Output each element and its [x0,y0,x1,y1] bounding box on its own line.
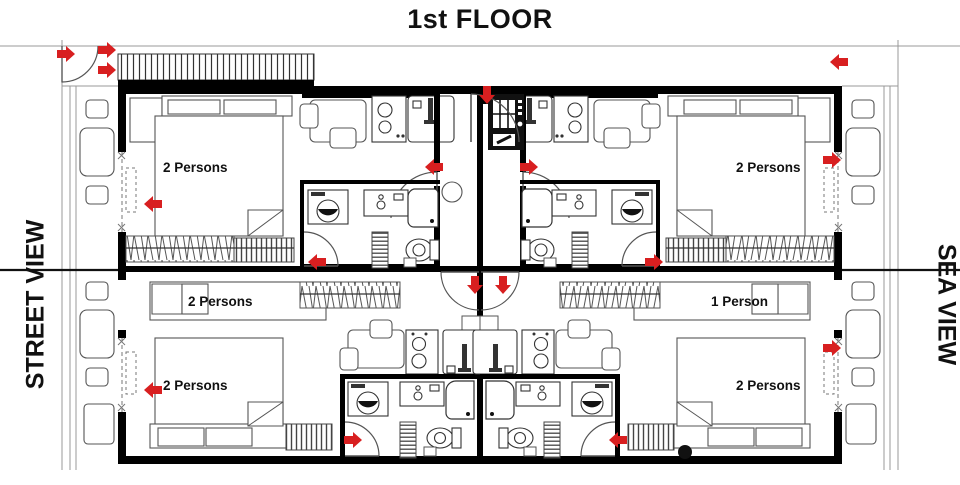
radiator-icon-bottom-left [285,423,333,451]
partition-top-left [434,94,440,270]
bathroom-door-bottom-right[interactable] [580,421,616,457]
arrow-entry-left-3 [98,62,116,78]
apartment-top-left [61,45,455,270]
elevator-cabin[interactable] [488,94,524,150]
kitchen-top-left [299,88,455,149]
building-outer-wall [118,86,842,464]
kitchen-bottom-right [472,319,621,375]
patio-door-top-right[interactable] [823,151,843,232]
sink-icon-top-left [407,95,455,143]
occupancy-label-bottom-right-sofa: 1 Person [711,294,769,309]
kitchen-top-right [505,88,661,149]
balcony-furniture-bottom-left [79,281,115,445]
window-curtain-top-right [665,235,835,263]
bathroom-door-bottom-left[interactable] [344,421,380,457]
balcony-furniture-bottom-right [845,281,881,445]
radiator-icon-bottom-right [627,423,675,451]
stove-icon-bottom-right [521,329,555,375]
toilet-icon-bottom-right [498,427,534,449]
balcony-furniture-top-right [845,99,881,205]
bathroom-bottom-left [340,374,480,459]
arrow-bath-br [609,432,627,448]
bedroom-furniture-top-left [129,95,293,237]
bedroom-furniture-top-right [667,95,831,237]
window-curtain-top-left [125,235,295,263]
towel-radiator-icon-top-right [571,231,589,269]
landing-door-lower-left[interactable] [440,271,480,311]
arrow-entry-left-2 [98,42,116,58]
washing-machine-icon-bottom-right [571,381,613,417]
towel-radiator-icon-bottom-right [543,421,561,459]
apartment-bottom-right [472,281,881,459]
balcony-furniture-top-left [79,99,115,205]
window-curtain-bottom-left [299,281,401,309]
balcony-railing-top-left [117,53,315,86]
stove-icon-top-left [371,95,407,143]
wash-basin-icon-bottom-left [399,381,445,407]
washing-machine-icon-bottom-left [347,381,389,417]
towel-radiator-icon-bottom-left [399,421,417,459]
sofa-bed-bottom-right [633,281,811,321]
central-core [440,93,524,333]
sink-icon-bottom-right [472,329,518,375]
toilet-icon-top-right [520,238,555,262]
stove-icon-top-right [553,95,589,143]
landing-door-top[interactable] [470,93,520,143]
wash-basin-icon-bottom-right [515,381,561,407]
apartment-bottom-left [79,281,488,459]
towel-radiator-icon-top-left [371,231,389,269]
wash-basin-icon-top-left [363,189,409,217]
toilet-icon-bottom-left [426,427,462,449]
arrow-entry-right [830,54,848,70]
sofa-bed-bottom-left [149,281,327,321]
shower-tray-icon-top-left [407,188,439,228]
site-context-lines [0,40,960,470]
shower-tray-icon-bottom-left [445,380,475,420]
occupancy-label-bottom-left-bed: 2 Persons [163,378,228,393]
shower-tray-icon-top-right [521,188,553,228]
washing-machine-icon-top-right [611,189,653,225]
occupancy-label-top-right-bed: 2 Persons [736,160,801,175]
occupancy-label-top-left-bed: 2 Persons [163,160,228,175]
stove-icon-bottom-left [405,329,439,375]
occupancy-label-bottom-right-bed: 2 Persons [736,378,801,393]
bed-bottom-left [149,337,291,449]
window-curtain-bottom-right [559,281,661,309]
landing-door-lower-right[interactable] [480,271,520,311]
arrow-bath-bl [344,432,362,448]
wash-basin-icon-top-right [551,189,597,217]
column-marker [678,445,692,459]
lobby-round-table [441,181,463,203]
patio-door-top-left[interactable] [117,151,137,232]
bathroom-top-right [520,180,660,269]
washing-machine-icon-top-left [307,189,349,225]
bathroom-top-left [300,180,440,269]
bed-bottom-right [669,337,811,449]
toilet-icon-top-left [405,238,440,262]
page-title: 1st FLOOR [407,4,553,34]
patio-door-bottom-left[interactable] [117,337,137,412]
arrow-landing-down-right [495,276,511,294]
bathroom-bottom-right [480,374,620,459]
shower-tray-icon-bottom-right [485,380,515,420]
arrow-entry-left-1 [57,46,75,62]
occupancy-label-bottom-left-sofa: 2 Persons [188,294,253,309]
apartment-top-right [505,88,881,270]
patio-door-bottom-right[interactable] [823,337,843,412]
